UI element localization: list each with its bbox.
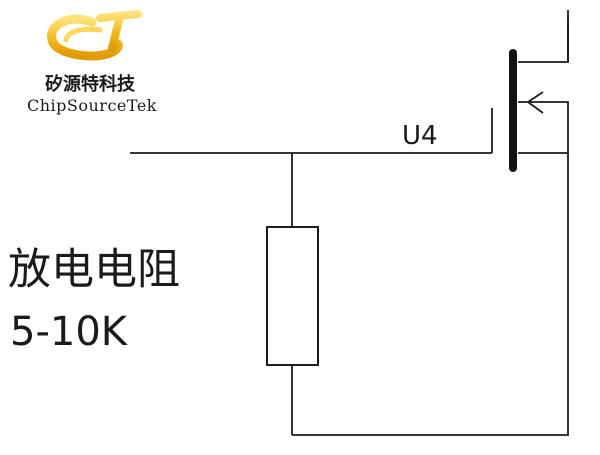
mosfet-symbol [491, 10, 569, 172]
body-arrow-icon [526, 91, 544, 114]
company-name-cn: 矽源特科技 [45, 73, 136, 95]
drain-lead [518, 10, 569, 63]
source-lead [518, 101, 569, 154]
company-name-en: ChipSourceTek [27, 96, 157, 115]
resistor-value-label: 5-10K [10, 309, 129, 355]
return-wire [292, 153, 569, 436]
resistor-name-label: 放电电阻 [8, 245, 180, 295]
discharge-resistor-symbol [266, 226, 319, 366]
transistor-reference-label: U4 [402, 121, 438, 151]
company-logo-mark [47, 10, 142, 61]
